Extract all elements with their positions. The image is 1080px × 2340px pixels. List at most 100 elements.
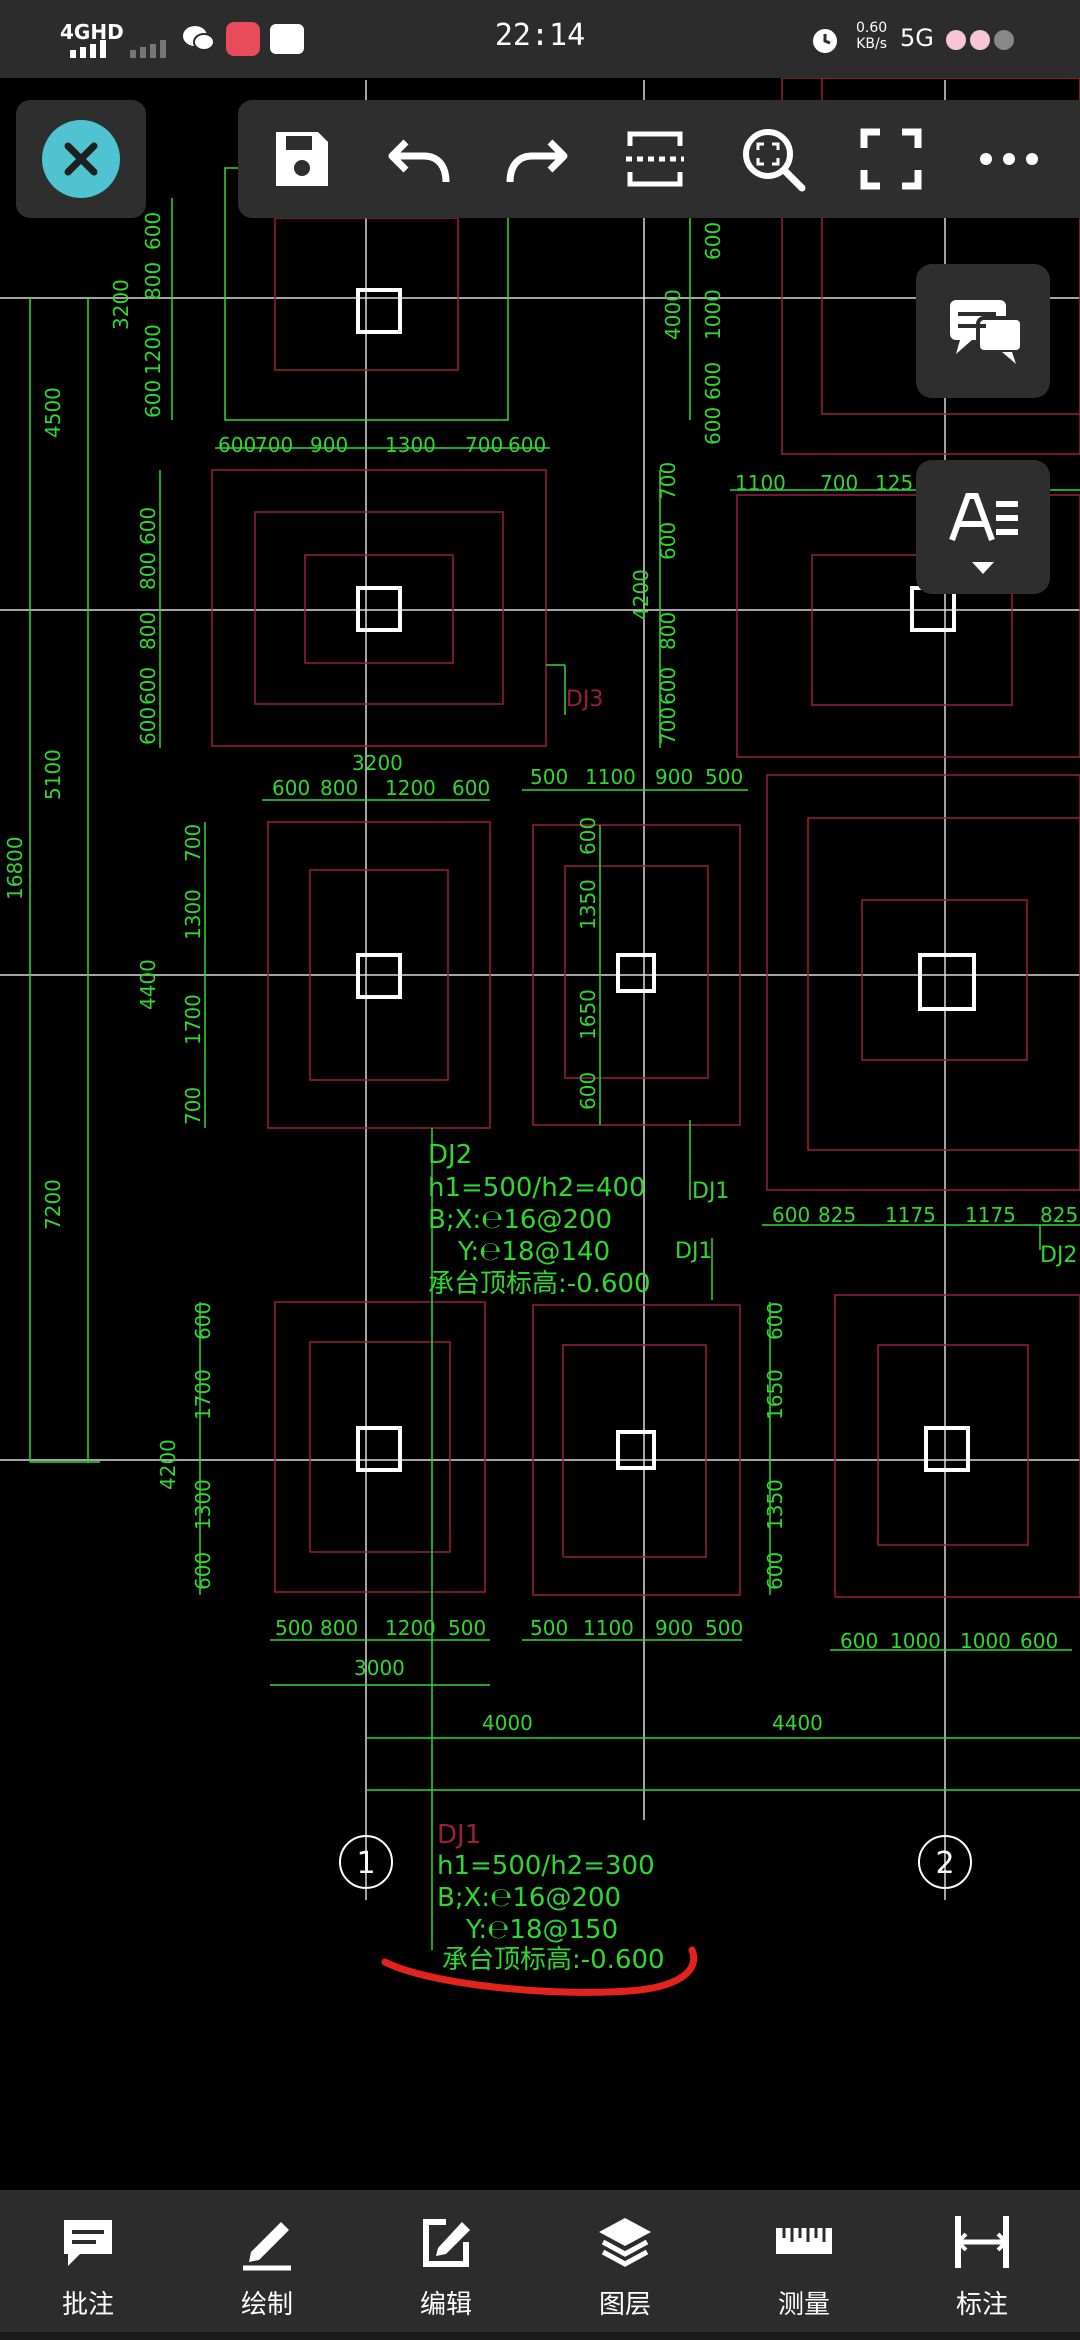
close-button-container — [16, 100, 146, 218]
annotate-icon — [64, 2220, 112, 2266]
dim-text: 4500 — [41, 387, 65, 438]
nav-dimension[interactable]: 标注 — [922, 2212, 1042, 2322]
layers-icon — [599, 2218, 651, 2267]
dim-text: 1300 — [191, 1479, 215, 1530]
mail-icon — [270, 24, 304, 54]
dim-text: 700 — [181, 1087, 205, 1125]
dim-text: 600 — [272, 776, 310, 800]
dim-text: 800 — [136, 612, 160, 650]
top-toolbar — [238, 100, 1080, 218]
dj1-note: DJ1 h1=500/h2=300 B;X:℮16@200 Y:℮18@150 … — [437, 1820, 665, 1975]
dim-text: 500 — [705, 765, 743, 789]
text-style-button[interactable] — [916, 460, 1050, 594]
dim-text: 700 — [656, 462, 680, 500]
undo-icon[interactable] — [384, 124, 454, 194]
columns — [356, 288, 976, 1472]
zoom-window-icon[interactable] — [738, 124, 808, 194]
more-icon[interactable] — [974, 124, 1044, 194]
fullscreen-icon[interactable] — [856, 124, 926, 194]
nav-edit[interactable]: 编辑 — [386, 2212, 506, 2322]
measure-ruler-icon — [776, 2228, 832, 2254]
text-style-icon — [949, 493, 1018, 574]
dim-text: 16800 — [3, 836, 27, 900]
dj1-note-line2: B;X:℮16@200 — [437, 1883, 621, 1913]
save-icon[interactable] — [266, 124, 336, 194]
app-notification-icon — [226, 22, 260, 56]
redo-icon[interactable] — [502, 124, 572, 194]
dim-text: 600 — [772, 1203, 810, 1227]
dim-text: 600 — [141, 380, 165, 418]
dim-text: 1100 — [583, 1616, 634, 1640]
dj2-note-title: DJ2 — [428, 1140, 472, 1170]
dim-text: 1000 — [701, 289, 725, 340]
dim-text: 500 — [530, 1616, 568, 1640]
dim-text: 125 — [875, 471, 913, 495]
dim-text: 1200 — [385, 776, 436, 800]
network-speed: 0.60 KB/s — [856, 20, 887, 52]
footing-labels-green: DJ1 DJ1 DJ2 — [675, 1179, 1077, 1268]
wechat-icon — [183, 26, 215, 51]
network-speed-value: 0.60 — [856, 20, 888, 36]
dim-text: 7200 — [41, 1179, 65, 1230]
axis-1-bubble — [339, 1835, 393, 1889]
dim-text: 4400 — [772, 1711, 823, 1735]
clock-time: 22:14 — [494, 18, 586, 53]
axis-lines — [0, 80, 1080, 1900]
dim-text: 825 — [1040, 1203, 1078, 1227]
dim-text: 500 — [705, 1616, 743, 1640]
nav-draw-label: 绘制 — [240, 2290, 293, 2320]
nav-annotate-label: 批注 — [61, 2290, 114, 2320]
dj2-note-line4: 承台顶标高:-0.600 — [428, 1269, 651, 1299]
dimension-lines — [29, 198, 1080, 1791]
cad-drawing[interactable]: 1 2 700 900 1300 700 600 600 1100 700 12… — [0, 77, 1080, 2188]
axis-1-label: 1 — [356, 1846, 375, 1881]
dim-text: 1100 — [585, 765, 636, 789]
comment-button[interactable] — [916, 264, 1050, 398]
dj1-note-line4: 承台顶标高:-0.600 — [442, 1945, 665, 1975]
dim-text: 4200 — [629, 569, 653, 620]
dimension-texts: 700 900 1300 700 600 600 1100 700 125 32… — [3, 212, 1078, 1735]
dim-text: 600 — [191, 1552, 215, 1590]
dim-text: 900 — [655, 1616, 693, 1640]
status-bar: 4GHD 22:14 0.60 KB/s 5G — [0, 0, 1080, 78]
dim-text: 600 — [840, 1629, 878, 1653]
dim-text: 600 — [763, 1302, 787, 1340]
nav-layers[interactable]: 图层 — [565, 2212, 685, 2322]
dim-text: 1300 — [385, 433, 436, 457]
dj1-label: DJ1 — [692, 1179, 729, 1204]
dim-text: 4000 — [482, 1711, 533, 1735]
dim-text: 3200 — [352, 751, 403, 775]
dim-text: 1300 — [181, 889, 205, 940]
dim-text: 900 — [655, 765, 693, 789]
dim-text: 1650 — [763, 1369, 787, 1420]
fit-width-icon[interactable] — [620, 124, 690, 194]
dim-text: 1000 — [960, 1629, 1011, 1653]
dim-text: 600 — [701, 362, 725, 400]
cad-drawing-canvas[interactable]: 1 2 700 900 1300 700 600 600 1100 700 12… — [0, 77, 1080, 2188]
dim-text: 800 — [656, 612, 680, 650]
footing-labels: DJ3 — [566, 687, 603, 712]
dim-text: 1350 — [763, 1479, 787, 1530]
dim-text: 1700 — [181, 994, 205, 1045]
dim-text: 600 — [141, 212, 165, 250]
nav-dimension-label: 标注 — [955, 2290, 1008, 2320]
signal-strength-icon — [70, 40, 106, 58]
dim-text: 1650 — [576, 989, 600, 1040]
dim-text: 600 — [452, 776, 490, 800]
dim-text: 600 — [763, 1552, 787, 1590]
dj2-note-line2: B;X:℮16@200 — [428, 1205, 612, 1235]
dj2-label-right: DJ2 — [1040, 1243, 1077, 1268]
home-indicator-bar — [0, 2332, 1080, 2340]
red-underline-mark — [381, 1946, 698, 1996]
dim-text: 4400 — [136, 959, 160, 1010]
nav-draw[interactable]: 绘制 — [207, 2212, 327, 2322]
dim-text: 600 — [701, 222, 725, 260]
dim-text: 900 — [310, 433, 348, 457]
footing-row-3 — [274, 1294, 1080, 1598]
signal-strength-secondary-icon — [130, 40, 166, 58]
close-button[interactable] — [42, 120, 120, 198]
dim-text: 500 — [275, 1616, 313, 1640]
nav-measure[interactable]: 测量 — [744, 2212, 864, 2322]
dim-text: 1350 — [576, 879, 600, 930]
nav-annotate[interactable]: 批注 — [28, 2212, 148, 2322]
